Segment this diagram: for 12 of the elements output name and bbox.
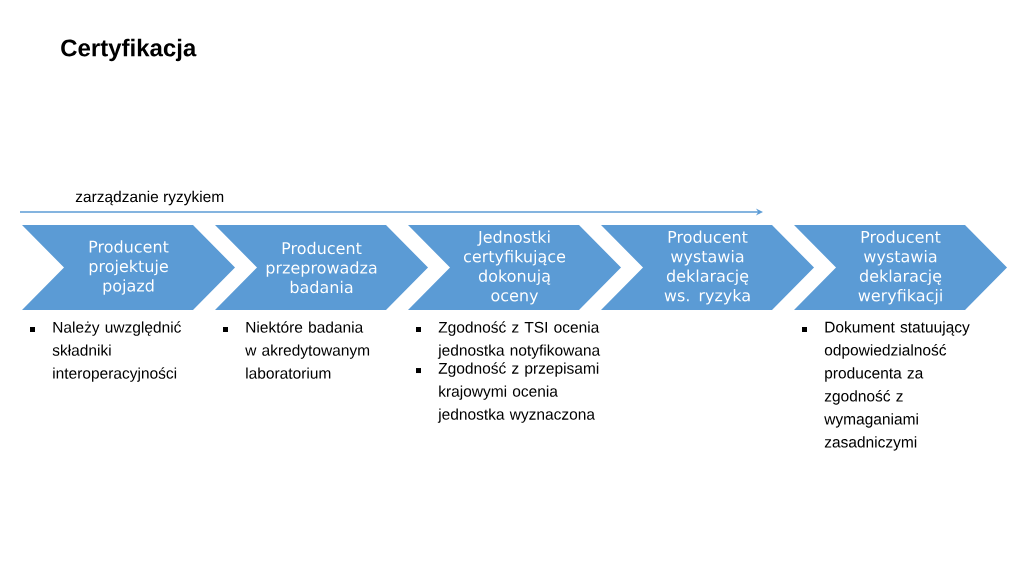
bullet-text: Niektóre badania w akredytowanym laboratorium: [223, 321, 370, 379]
bullet-text: Zgodność z TSI ocenia jednostka notyfikowana: [416, 321, 601, 359]
process-step: Jednostki certyfikujące dokonują oceny: [408, 225, 621, 310]
process-step: Producent projektuje pojazd: [22, 225, 235, 310]
process-step: Producent przeprowadza badania: [215, 225, 428, 310]
bullet-text: Zgodność z przepisami krajowymi ocenia jednostka wyznaczona: [416, 362, 599, 423]
slide-title: Certyfikacja: [61, 38, 197, 62]
arrow-label: zarządzanie ryzykiem: [75, 190, 224, 206]
bullet-text: Należy uwzględnić składniki interoperacyjności: [30, 321, 181, 382]
process-step: Producent wystawia deklarację ws. ryzyka: [601, 225, 814, 310]
process-step: Producent wystawia deklarację weryfikacji: [794, 225, 1007, 310]
bullet-text: Dokument statuujący odpowiedzialność producenta za zgodność z wymaganiami zasadniczymi: [802, 321, 970, 451]
